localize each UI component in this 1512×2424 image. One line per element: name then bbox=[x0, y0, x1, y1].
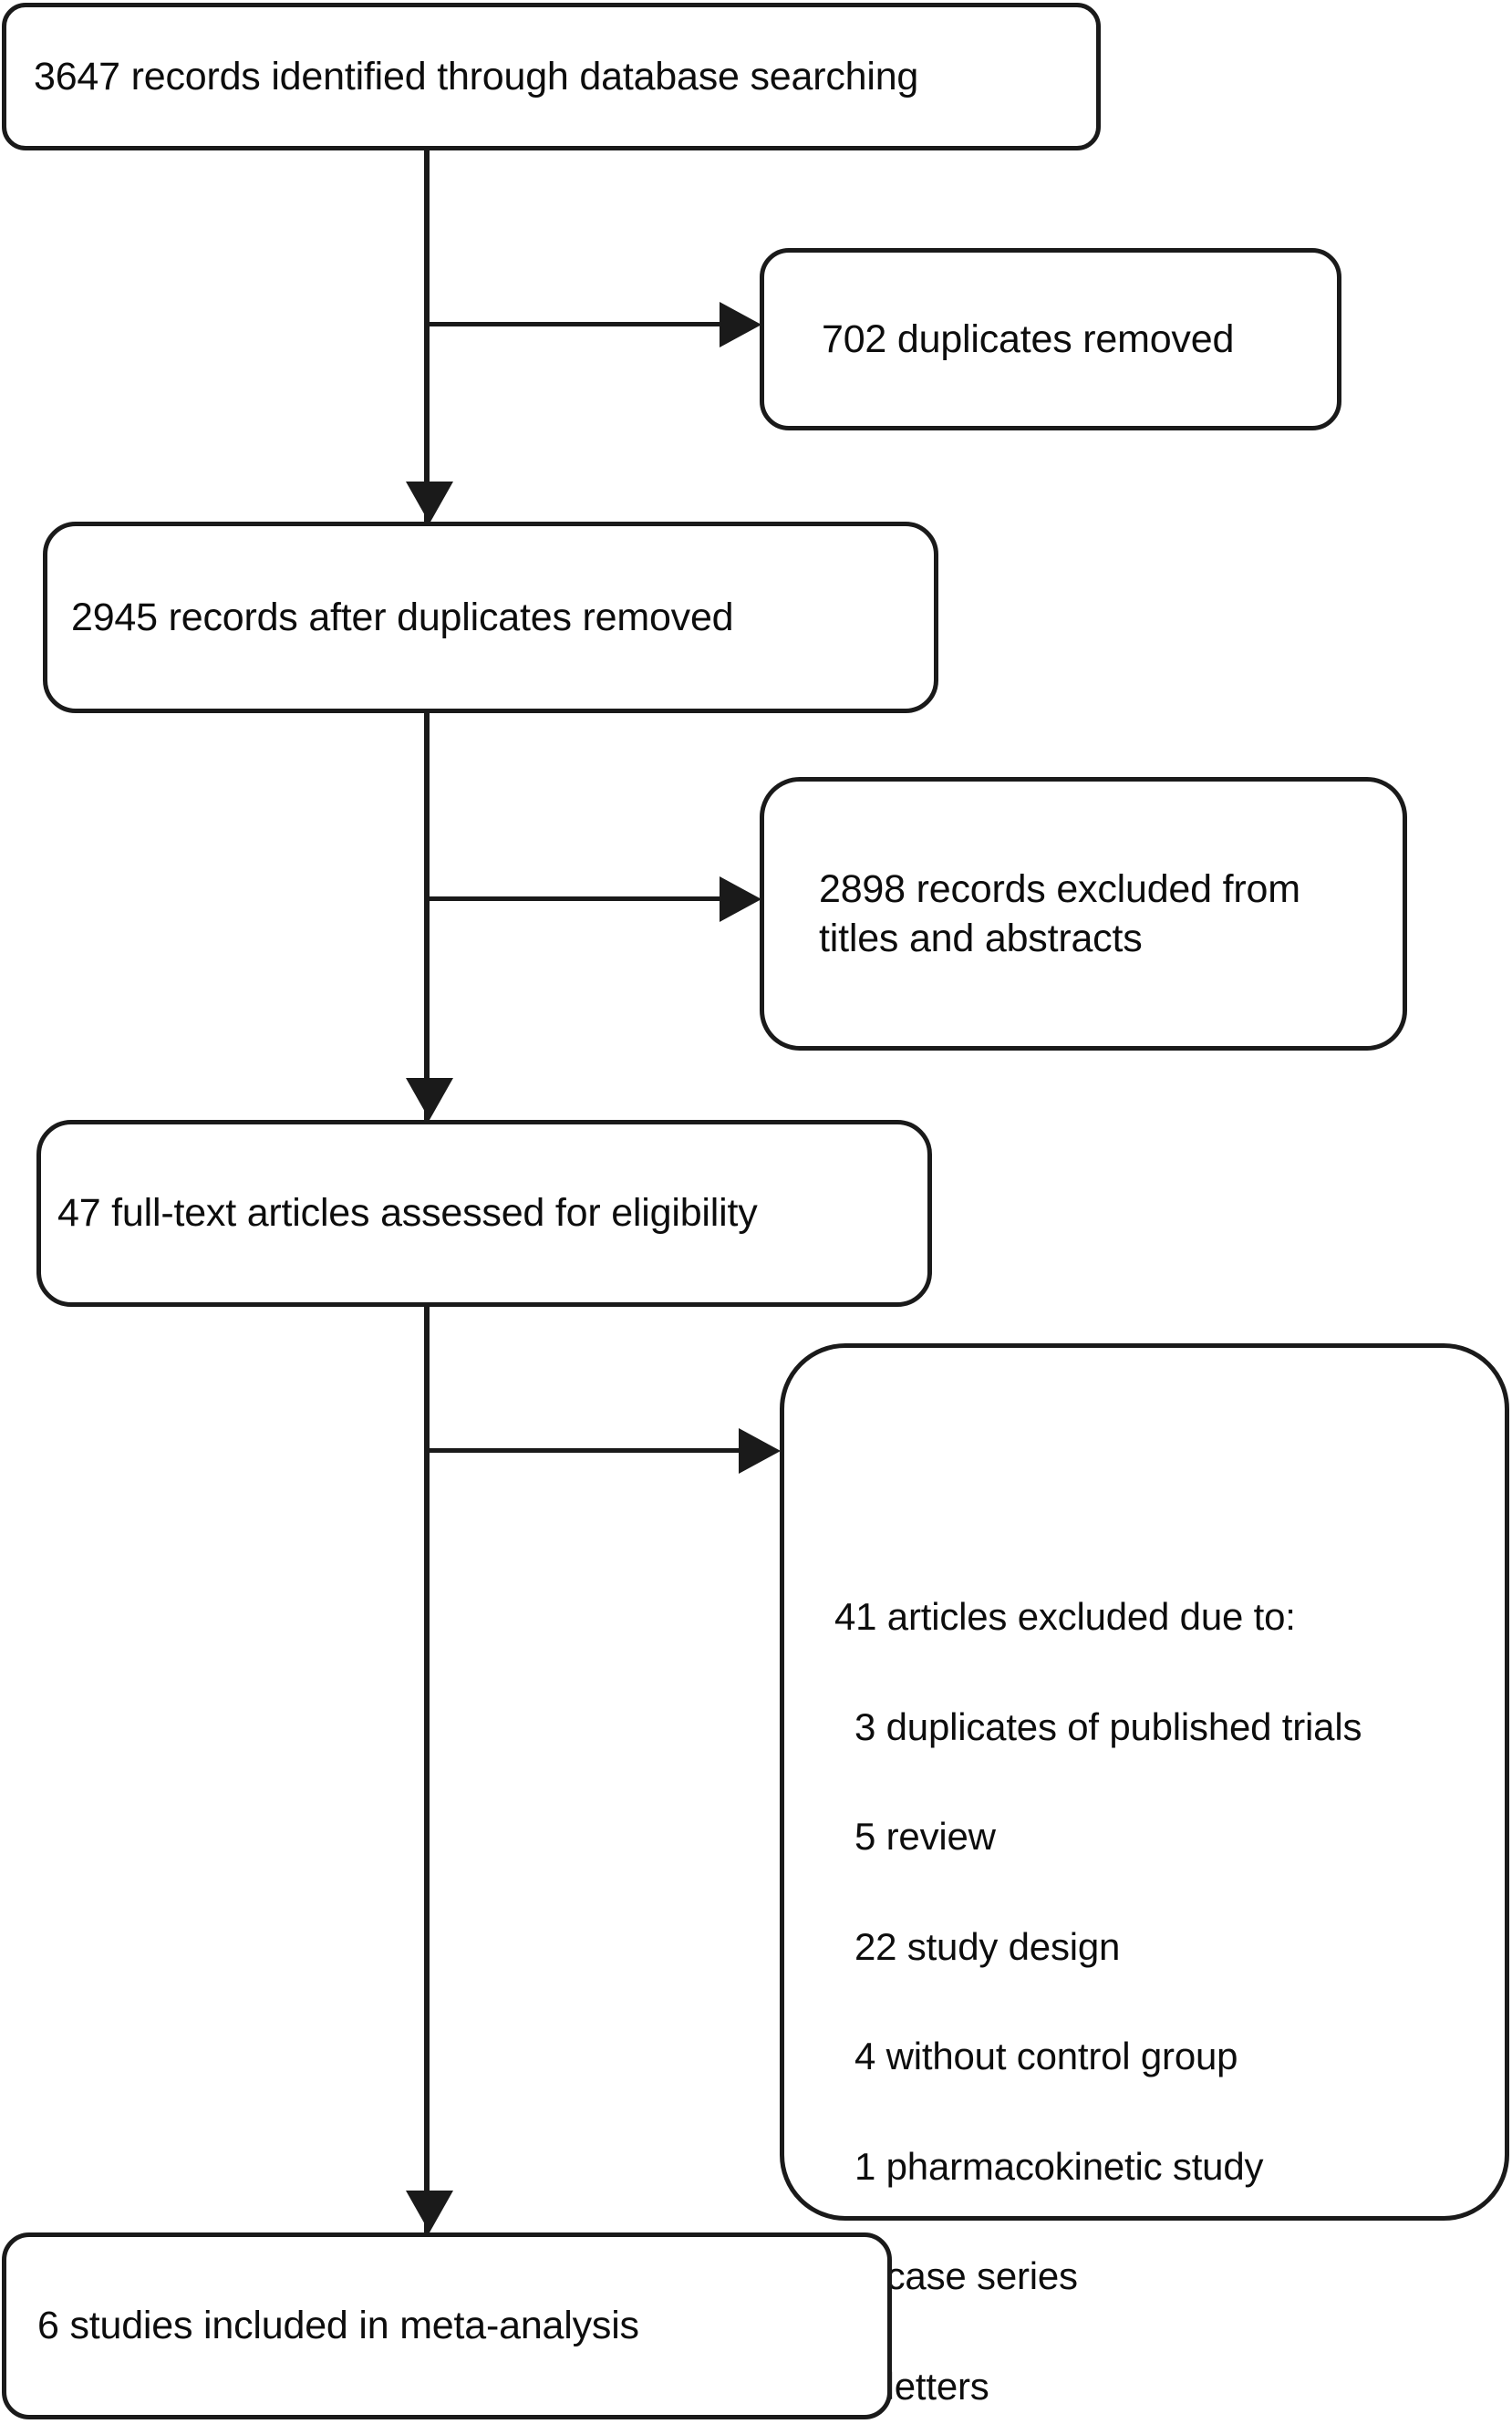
node-records-after-duplicates: 2945 records after duplicates removed bbox=[43, 522, 938, 713]
connector-fulltext-to-excluded-fulltext bbox=[424, 1448, 744, 1453]
node-articles-excluded-lead: 41 articles excluded due to: bbox=[834, 1595, 1296, 1639]
arrowhead-right-icon bbox=[720, 876, 761, 922]
node-studies-included: 6 studies included in meta-analysis bbox=[2, 2232, 892, 2419]
exclusion-reason-item: 3 duplicates of published trials bbox=[854, 1704, 1362, 1748]
node-studies-included-label: 6 studies included in meta-analysis bbox=[37, 2304, 639, 2348]
node-records-identified: 3647 records identified through database… bbox=[2, 3, 1101, 150]
exclusion-reason-item: 4 without control group bbox=[854, 2035, 1238, 2078]
node-articles-excluded-body: 41 articles excluded due to: 3 duplicate… bbox=[834, 1535, 1505, 2424]
exclusion-reason-item: 22 study design bbox=[854, 1924, 1121, 1968]
node-fulltext-assessed-label: 47 full-text articles assessed for eligi… bbox=[57, 1191, 758, 1236]
node-fulltext-assessed: 47 full-text articles assessed for eligi… bbox=[36, 1120, 932, 1307]
exclusion-reason-item: 4 case series bbox=[854, 2254, 1078, 2298]
arrowhead-down-icon bbox=[406, 2191, 453, 2232]
node-records-after-duplicates-label: 2945 records after duplicates removed bbox=[71, 595, 734, 639]
connector-fulltext-to-included bbox=[424, 1307, 430, 2237]
connector-identified-to-duplicates-removed bbox=[424, 322, 725, 326]
node-records-identified-label: 3647 records identified through database… bbox=[34, 54, 919, 98]
node-duplicates-removed: 702 duplicates removed bbox=[760, 248, 1341, 430]
node-records-excluded-titles-abstracts-label: 2898 records excluded from titles and ab… bbox=[819, 866, 1300, 960]
arrowhead-right-icon bbox=[739, 1428, 781, 1474]
connector-identified-to-after-duplicates bbox=[424, 150, 430, 524]
connector-after-duplicates-to-excluded-titles bbox=[424, 896, 725, 901]
node-records-excluded-titles-abstracts: 2898 records excluded from titles and ab… bbox=[760, 777, 1407, 1051]
arrowhead-down-icon bbox=[406, 1078, 453, 1120]
node-duplicates-removed-label: 702 duplicates removed bbox=[822, 316, 1235, 361]
exclusion-reason-item: 2 letters bbox=[854, 2364, 989, 2408]
node-articles-excluded: 41 articles excluded due to: 3 duplicate… bbox=[780, 1343, 1509, 2408]
arrowhead-right-icon bbox=[720, 302, 761, 347]
exclusion-reason-item: 5 review bbox=[854, 1815, 996, 1859]
exclusion-reason-item: 1 pharmacokinetic study bbox=[854, 2144, 1264, 2188]
arrowhead-down-icon bbox=[406, 482, 453, 523]
connector-after-duplicates-to-fulltext bbox=[424, 711, 430, 1124]
